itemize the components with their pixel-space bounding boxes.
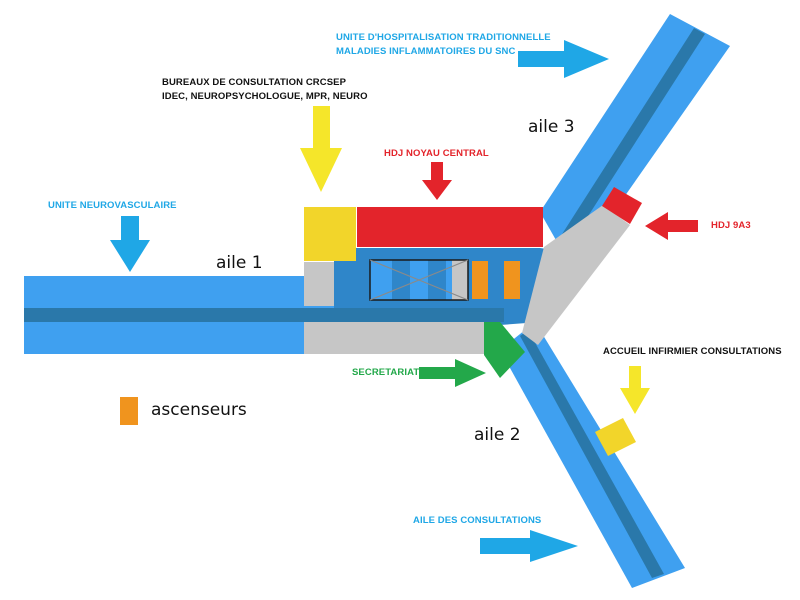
legend-elevators-label: ascenseurs (151, 400, 247, 420)
hdj-central-label: HDJ NOYAU CENTRAL (384, 148, 489, 159)
secretariat-zone (484, 322, 525, 378)
hospitalisation-label-line2: MALADIES INFLAMMATOIRES DU SNC (336, 46, 516, 57)
nurse-reception-arrow-icon (620, 366, 650, 414)
secretariat-label: SECRETARIAT (352, 367, 420, 378)
nurse-reception-label: ACCUEIL INFIRMIER CONSULTATIONS (603, 346, 782, 357)
hospitalisation-arrow-icon (518, 40, 609, 78)
hdj-9a3-arrow-icon (645, 212, 698, 240)
hdj-central-arrow-icon (422, 162, 452, 200)
grey-zone-wing1-bottom (304, 322, 484, 354)
consultation-wing-label: AILE DES CONSULTATIONS (413, 515, 542, 526)
consultation-offices-zone (304, 207, 356, 261)
hdj-9a3-zone (602, 187, 642, 224)
neurovascular-arrow-icon (110, 216, 150, 272)
consultation-offices-label-line1: BUREAUX DE CONSULTATION CRCSEP (162, 77, 347, 88)
wing-1-label: aile 1 (216, 253, 263, 273)
hdj-central-core-zone (357, 207, 543, 247)
elevator-1 (472, 261, 488, 299)
consultation-offices-label: BUREAUX DE CONSULTATION CRCSEP IDEC, NEU… (162, 76, 368, 104)
grey-zone-wing3 (522, 205, 630, 345)
wing-3-corridor-center-line (557, 28, 705, 252)
wing-1-center-line-overlay (304, 308, 504, 322)
elevator-2 (504, 261, 520, 299)
hospitalisation-label-line1: UNITE D'HOSPITALISATION TRADITIONNELLE (336, 32, 551, 43)
wing-2-corridor-center-line (520, 330, 664, 578)
legend-elevator-swatch (120, 397, 138, 425)
nurse-reception-zone (595, 418, 636, 456)
hospitalisation-label: UNITE D'HOSPITALISATION TRADITIONNELLE M… (336, 31, 551, 59)
consultation-offices-label-line2: IDEC, NEUROPSYCHOLOGUE, MPR, NEURO (162, 91, 368, 102)
stairwell-block (369, 259, 469, 301)
consultation-offices-arrow-icon (300, 106, 342, 192)
consultation-wing-arrow-icon (480, 530, 578, 562)
neurovascular-label: UNITE NEUROVASCULAIRE (48, 200, 177, 211)
wing-3-label: aile 3 (528, 117, 575, 137)
secretariat-arrow-icon (419, 359, 486, 387)
wing-2-label: aile 2 (474, 425, 521, 445)
grey-zone-wing1-left (304, 262, 334, 306)
hdj-9a3-label: HDJ 9A3 (711, 220, 751, 231)
